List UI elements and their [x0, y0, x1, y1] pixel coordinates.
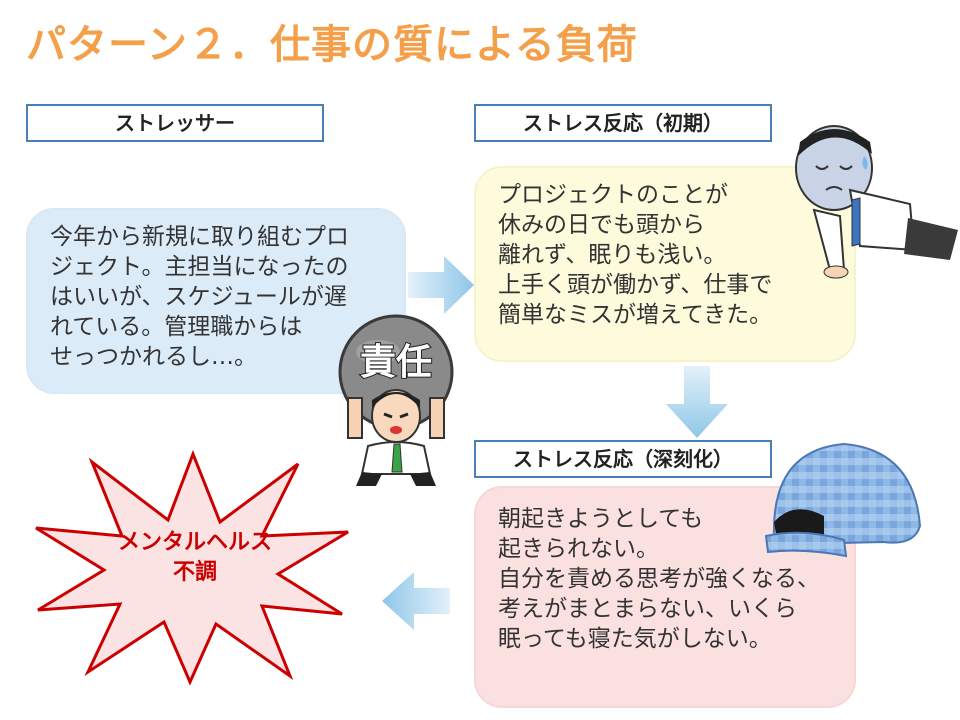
mental-health-burst [35, 449, 349, 686]
burden-ball-text: 責任 [360, 342, 432, 383]
page-title: パターン２．仕事の質による負荷 [26, 22, 638, 68]
stressor-bubble: 今年から新規に取り組むプロ ジェクト。主担当になったの はいいが、スケジュールが… [26, 208, 406, 394]
label-stressor: ストレッサー [26, 104, 324, 142]
arrow-left-icon [382, 572, 450, 630]
mental-health-line1: メンタルヘルス [117, 530, 272, 555]
mental-health-label: メンタルヘルス 不調 [80, 528, 310, 588]
arrow-right-icon [408, 256, 474, 314]
blanket-illustration-icon [764, 442, 922, 558]
early-reaction-bubble: プロジェクトのことが 休みの日でも頭から 離れず、眠りも浅い。 上手く頭が働かず… [474, 166, 856, 362]
label-stress-reaction-severe: ストレス反応（深刻化） [474, 440, 772, 478]
burden-man-illustration-icon: 責任 [338, 314, 454, 486]
label-stress-reaction-early: ストレス反応（初期） [474, 104, 772, 142]
arrow-down-icon [666, 366, 728, 438]
tired-man-illustration-icon [795, 125, 958, 279]
mental-health-line2: 不調 [172, 560, 217, 585]
